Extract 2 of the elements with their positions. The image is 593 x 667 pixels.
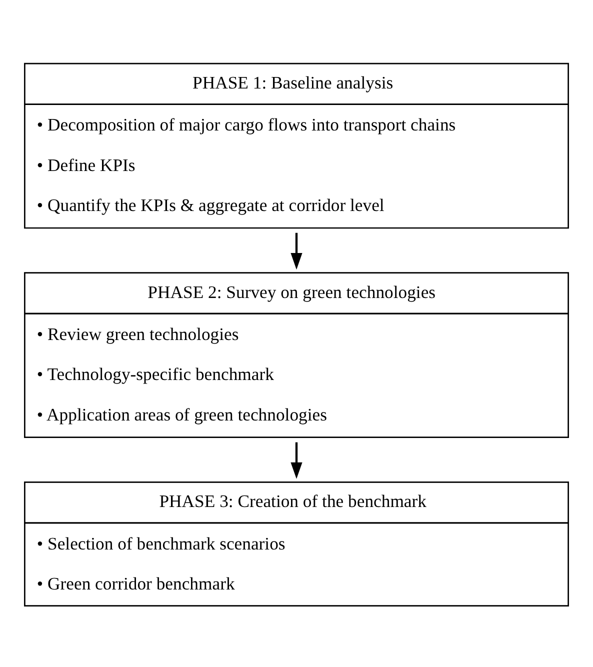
arrow [290,442,302,478]
arrow [290,232,302,270]
